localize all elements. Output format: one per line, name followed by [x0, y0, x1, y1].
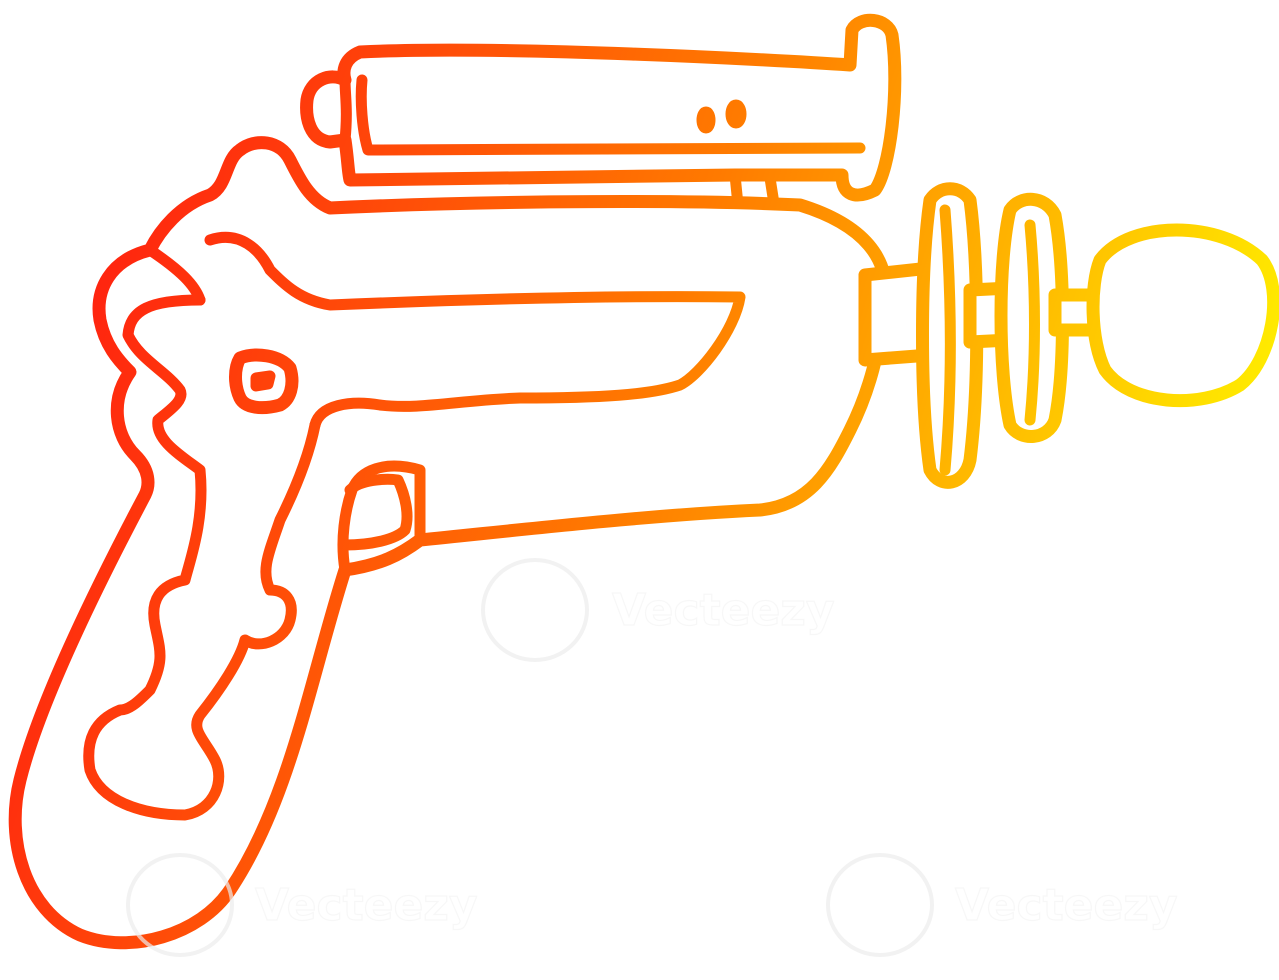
gun-body [8, 136, 893, 950]
vecteezy-logo-icon [481, 558, 589, 662]
vecteezy-logo-icon [826, 853, 934, 957]
emitter [858, 182, 1279, 489]
watermark-layer: Vecteezy Vecteezy Vecteezy [126, 558, 1178, 957]
watermark-text: Vecteezy [612, 585, 835, 636]
top-barrel [300, 14, 902, 216]
watermark-text: Vecteezy [955, 880, 1178, 931]
watermark-text: Vecteezy [255, 880, 478, 931]
vecteezy-logo-icon [126, 853, 234, 957]
